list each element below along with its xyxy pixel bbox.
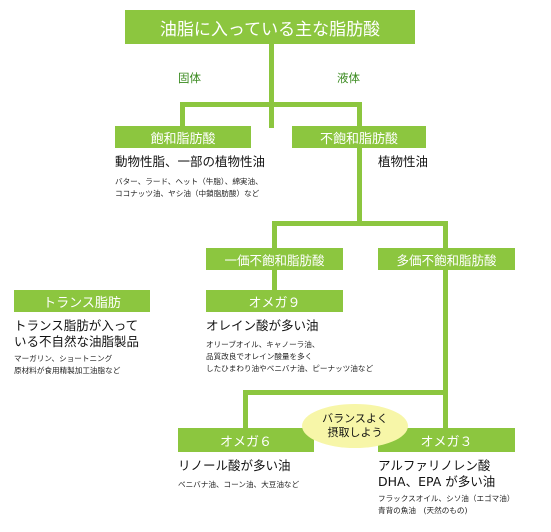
omega9-label: オメガ９ [248, 295, 301, 311]
trans-fat-main-1: トランス脂肪が入って [14, 318, 139, 333]
connector-to-omega3 [443, 390, 448, 428]
liquid-label: 液体 [337, 71, 360, 85]
saturated-detail-2: ココナッツ油、ヤシ油（中鎖脂肪酸）など [115, 189, 260, 198]
trans-fat-box: トランス脂肪 [14, 290, 150, 312]
trans-fat-detail-2: 原材料が食用精製加工油脂など [14, 366, 121, 375]
connector-to-unsaturated [357, 102, 362, 126]
balance-bubble: バランスよく 摂取しよう [302, 404, 408, 448]
connector-title-down [269, 44, 274, 128]
omega3-main-2: DHA、EPA が多い油 [378, 474, 496, 489]
saturated-box: 飽和脂肪酸 [115, 126, 251, 148]
connector-to-poly [443, 221, 448, 248]
unsaturated-box: 不飽和脂肪酸 [292, 126, 426, 148]
unsaturated-label: 不飽和脂肪酸 [319, 131, 398, 147]
trans-fat-label: トランス脂肪 [43, 295, 121, 311]
connector-to-omega6 [243, 390, 248, 428]
omega6-label: オメガ６ [219, 434, 272, 450]
omega3-label: オメガ３ [420, 434, 473, 450]
omega6-detail-1: ベニバナ油、コーン油、大豆油など [178, 480, 300, 489]
connector-to-saturated [180, 102, 185, 126]
omega3-main-1: アルファリノレン酸 [378, 458, 491, 473]
omega6-main-text: リノール酸が多い油 [178, 458, 291, 473]
page-title: 油脂に入っている主な脂肪酸 [159, 19, 381, 40]
mono-unsaturated-label: 一価不飽和脂肪酸 [224, 252, 325, 268]
omega3-detail-1: フラックスオイル、シソ油（エゴマ油） [378, 494, 515, 503]
saturated-detail-1: バター、ラード、ヘット（牛脂）、綿実油、 [115, 177, 263, 186]
balance-line-1: バランスよく [322, 412, 388, 425]
title-box: 油脂に入っている主な脂肪酸 [125, 10, 415, 44]
omega6-box: オメガ６ [178, 428, 314, 452]
omega9-main-text: オレイン酸が多い油 [206, 318, 319, 333]
connector-bottom-horizontal [243, 390, 448, 395]
unsaturated-main-text: 植物性油 [378, 154, 429, 169]
omega9-detail-1: オリーブオイル、キャノーラ油、 [206, 340, 320, 349]
saturated-main-text: 動物性脂、一部の植物性油 [115, 154, 266, 169]
poly-unsaturated-box: 多価不飽和脂肪酸 [378, 248, 515, 270]
connector-mid-horizontal [272, 221, 448, 226]
trans-fat-main-2: いる不自然な油脂製品 [14, 334, 140, 349]
omega9-box: オメガ９ [206, 290, 343, 312]
saturated-label: 飽和脂肪酸 [150, 131, 216, 147]
connector-top-horizontal [180, 102, 362, 107]
solid-label: 固体 [178, 71, 201, 85]
mono-unsaturated-box: 一価不飽和脂肪酸 [206, 248, 343, 270]
omega9-detail-2: 品質改良でオレイン酸量を多く [206, 352, 313, 361]
connector-unsaturated-down [357, 148, 362, 226]
trans-fat-detail-1: マーガリン、ショートニング [14, 354, 113, 363]
omega3-box: オメガ３ [378, 428, 515, 452]
omega3-detail-2: 青背の魚油 (天然のもの) [378, 506, 468, 515]
balance-line-2: 摂取しよう [327, 426, 383, 439]
omega9-detail-3: したひまわり油やベニバナ油、ピーナッツ油など [206, 364, 374, 373]
connector-poly-down [443, 270, 448, 394]
poly-unsaturated-label: 多価不飽和脂肪酸 [396, 252, 497, 268]
connector-to-mono [272, 221, 277, 248]
connector-mono-down [272, 270, 277, 290]
